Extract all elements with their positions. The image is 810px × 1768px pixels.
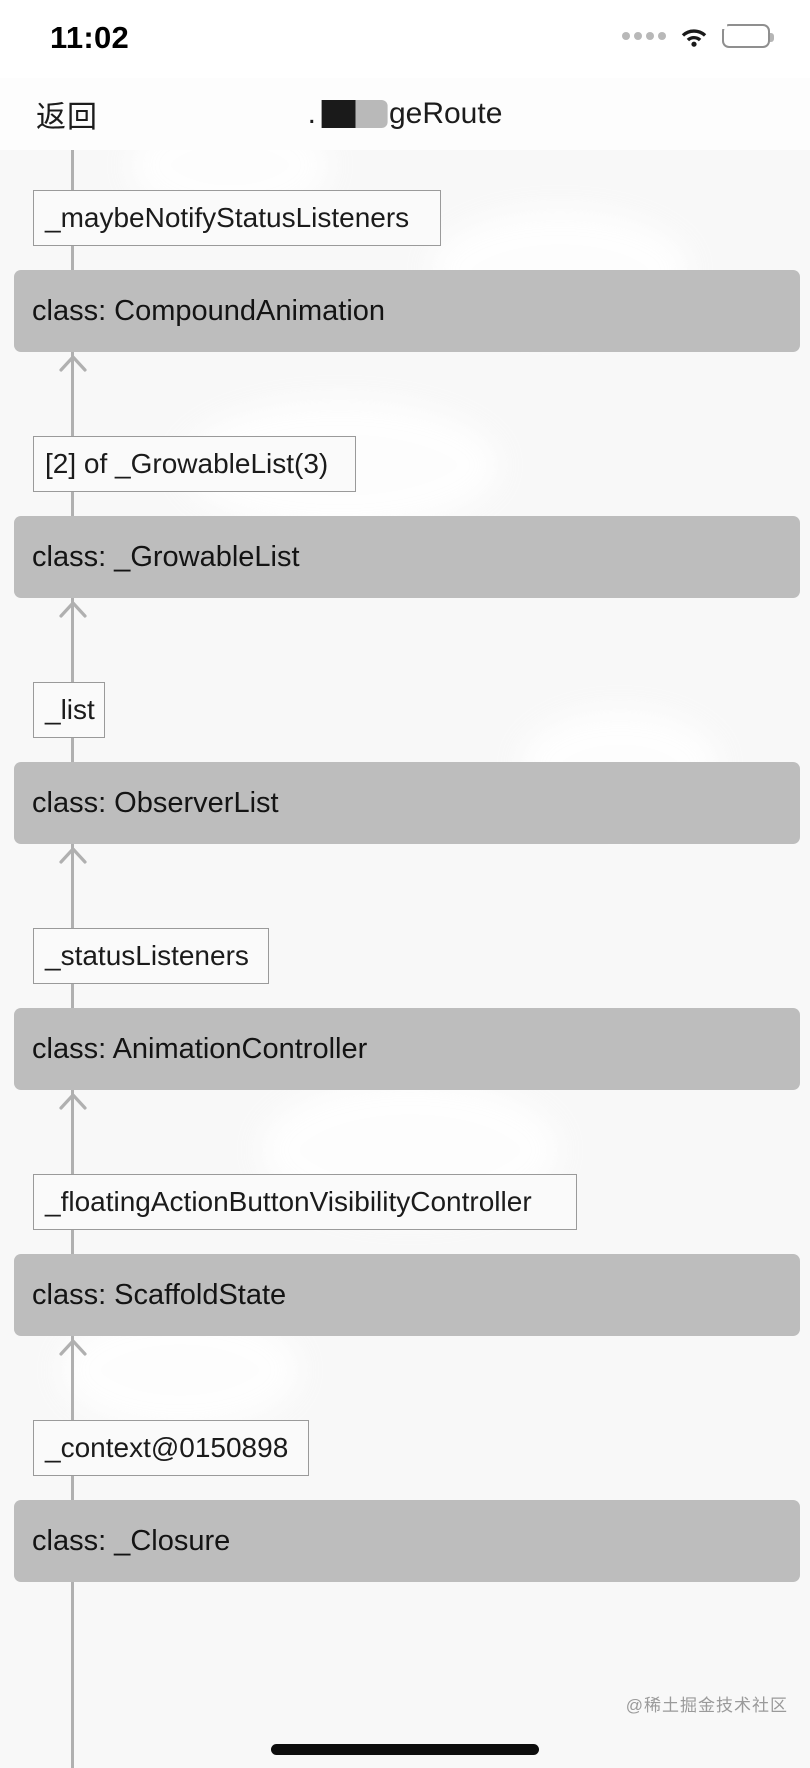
- retaining-path-graph: _maybeNotifyStatusListeners class: Compou…: [0, 150, 810, 1768]
- field-node[interactable]: _list: [33, 682, 105, 738]
- status-bar-time: 11:02: [50, 20, 130, 55]
- status-bar: 11:02: [0, 0, 810, 78]
- redaction-block-light: [355, 100, 388, 128]
- wifi-icon: [679, 25, 709, 47]
- home-indicator[interactable]: [271, 1744, 539, 1755]
- field-node[interactable]: _context@0150898: [33, 1420, 309, 1476]
- field-node[interactable]: [2] of _GrowableList(3): [33, 436, 356, 492]
- up-arrow-icon: [59, 1093, 87, 1110]
- up-arrow-icon: [59, 847, 87, 864]
- page-title: . geRoute: [308, 97, 503, 131]
- field-node[interactable]: _floatingActionButtonVisibilityControlle…: [33, 1174, 577, 1230]
- up-arrow-icon: [59, 1339, 87, 1356]
- class-node[interactable]: class: ScaffoldState: [14, 1254, 800, 1336]
- watermark: @稀土掘金技术社区: [625, 1696, 788, 1715]
- field-node[interactable]: _maybeNotifyStatusListeners: [33, 190, 441, 246]
- class-node[interactable]: class: ObserverList: [14, 762, 800, 844]
- battery-charging-icon: [720, 19, 774, 48]
- page-title-suffix: geRoute: [388, 97, 503, 130]
- up-arrow-icon: [59, 355, 87, 372]
- class-node[interactable]: class: CompoundAnimation: [14, 270, 800, 352]
- class-node[interactable]: class: _Closure: [14, 1500, 800, 1582]
- status-bar-indicators: [622, 19, 774, 48]
- navigation-bar: 返回 . geRoute: [0, 78, 810, 150]
- back-button[interactable]: 返回: [36, 101, 98, 134]
- signal-dots-icon: [622, 32, 666, 40]
- class-node[interactable]: class: AnimationController: [14, 1008, 800, 1090]
- redaction-block-dark: [321, 100, 356, 128]
- field-node[interactable]: _statusListeners: [33, 928, 269, 984]
- up-arrow-icon: [59, 601, 87, 618]
- page-title-prefix: .: [307, 97, 320, 130]
- class-node[interactable]: class: _GrowableList: [14, 516, 800, 598]
